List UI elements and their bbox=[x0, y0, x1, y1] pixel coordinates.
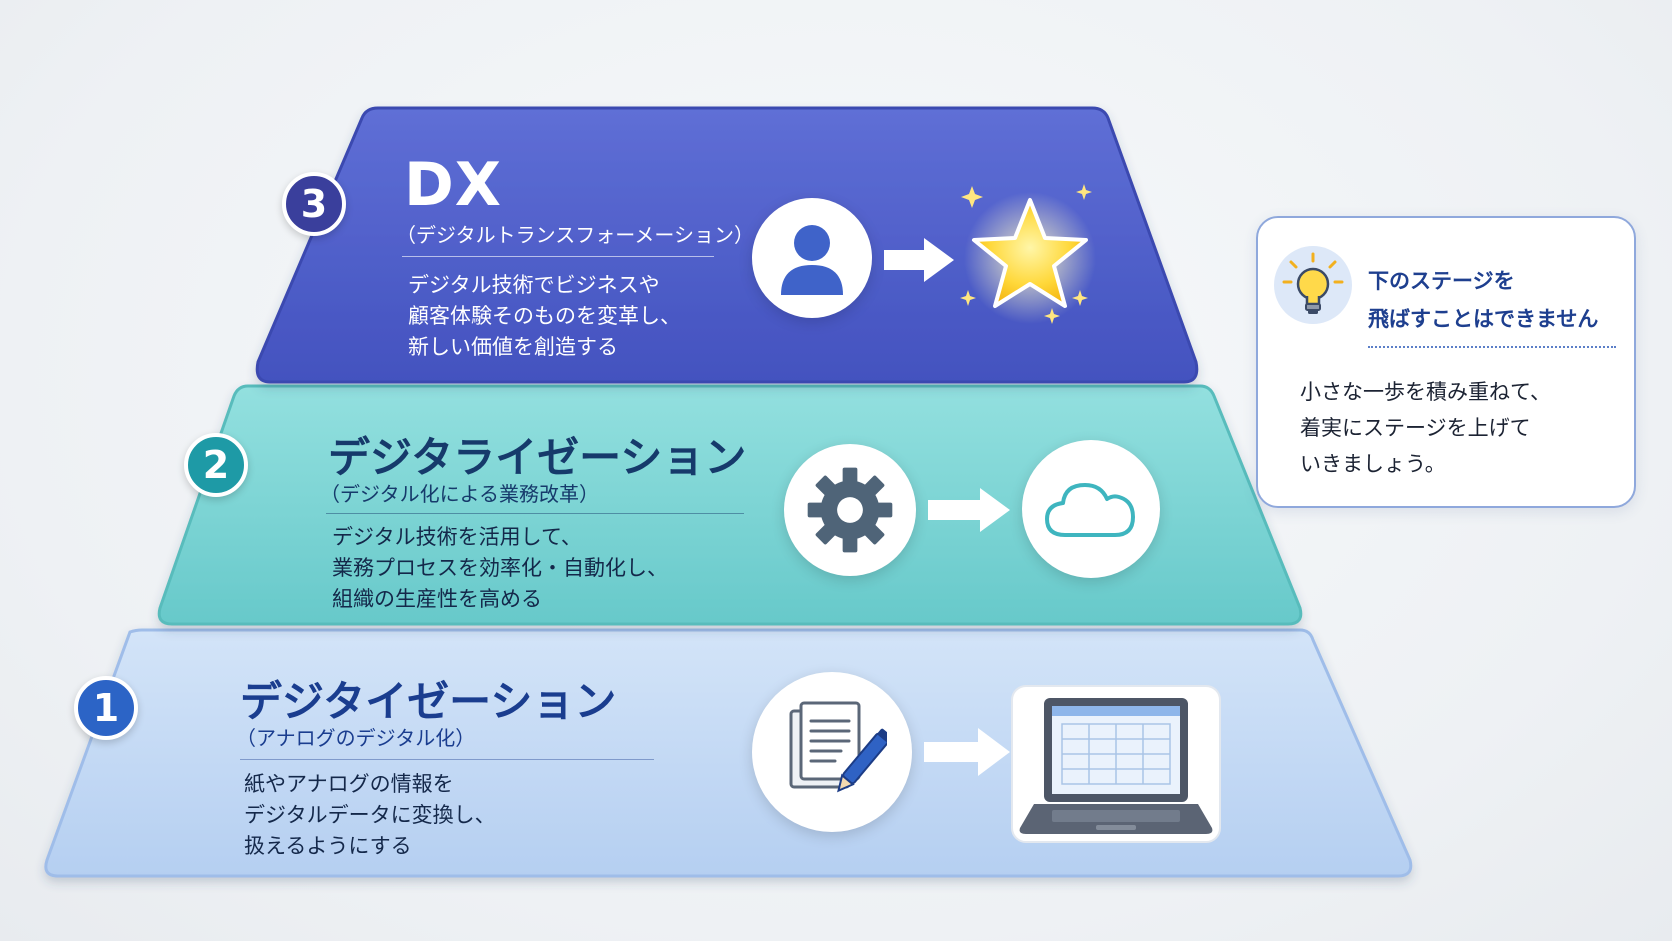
level-1-title: デジタイゼーション bbox=[240, 677, 617, 726]
level-1-description-line: 扱えるようにする bbox=[244, 834, 412, 858]
note-body-line: 小さな一歩を積み重ねて、 bbox=[1300, 380, 1551, 404]
level-2-description-line: 組織の生産性を高める bbox=[332, 587, 542, 611]
level-2-divider bbox=[326, 513, 744, 514]
level-3-divider bbox=[402, 256, 714, 257]
level-3-subtitle: （デジタルトランスフォーメーション） bbox=[396, 223, 754, 247]
level-2-title: デジタライゼーション bbox=[328, 433, 747, 482]
level-2-shape bbox=[157, 384, 1303, 626]
level-2-description: デジタル技術を活用して、 業務プロセスを効率化・自動化し、 組織の生産性を高める bbox=[332, 522, 668, 615]
lightbulb-icon bbox=[1274, 246, 1352, 324]
document-pen-icon bbox=[752, 672, 912, 832]
level-1-description-line: 紙やアナログの情報を bbox=[244, 772, 454, 796]
cloud-icon bbox=[1022, 440, 1160, 578]
note-heading-line: 下のステージを bbox=[1368, 269, 1515, 293]
level-1-divider bbox=[240, 759, 654, 760]
level-3-number-badge: 3 bbox=[282, 172, 346, 236]
note-heading-line: 飛ばすことはできません bbox=[1368, 307, 1599, 331]
arrow-right-icon bbox=[884, 238, 954, 282]
level-3-description-line: 新しい価値を創造する bbox=[408, 335, 618, 359]
stage-note-card: 下のステージを 飛ばすことはできません 小さな一歩を積み重ねて、 着実にステージ… bbox=[1256, 216, 1636, 508]
note-body-line: 着実にステージを上げて bbox=[1300, 416, 1531, 440]
level-1-description-line: デジタルデータに変換し、 bbox=[244, 803, 496, 827]
arrow-right-icon bbox=[924, 728, 1010, 776]
level-2-number-badge: 2 bbox=[184, 433, 248, 497]
laptop-icon bbox=[1011, 685, 1221, 843]
note-heading: 下のステージを 飛ばすことはできません bbox=[1368, 262, 1598, 338]
gear-icon bbox=[784, 444, 916, 576]
level-2-subtitle: （デジタル化による業務改革） bbox=[320, 482, 599, 506]
user-icon bbox=[752, 198, 872, 318]
level-1-subtitle: （アナログのデジタル化） bbox=[236, 726, 476, 750]
note-body-line: いきましょう。 bbox=[1300, 452, 1446, 476]
level-3-shape bbox=[255, 106, 1199, 384]
note-dotted-divider bbox=[1368, 346, 1616, 348]
level-3-description: デジタル技術でビジネスや 顧客体験そのものを変革し、 新しい価値を創造する bbox=[408, 270, 681, 363]
level-2-description-line: デジタル技術を活用して、 bbox=[332, 525, 582, 549]
arrow-right-icon bbox=[928, 488, 1010, 532]
note-body: 小さな一歩を積み重ねて、 着実にステージを上げて いきましょう。 bbox=[1300, 374, 1551, 482]
level-3-title: DX bbox=[404, 150, 503, 220]
level-1-number-badge: 1 bbox=[74, 676, 138, 740]
level-2-description-line: 業務プロセスを効率化・自動化し、 bbox=[332, 556, 668, 580]
level-3-description-line: デジタル技術でビジネスや bbox=[408, 273, 660, 297]
level-3-description-line: 顧客体験そのものを変革し、 bbox=[408, 304, 681, 328]
level-1-description: 紙やアナログの情報を デジタルデータに変換し、 扱えるようにする bbox=[244, 769, 496, 862]
star-icon bbox=[960, 184, 1096, 324]
